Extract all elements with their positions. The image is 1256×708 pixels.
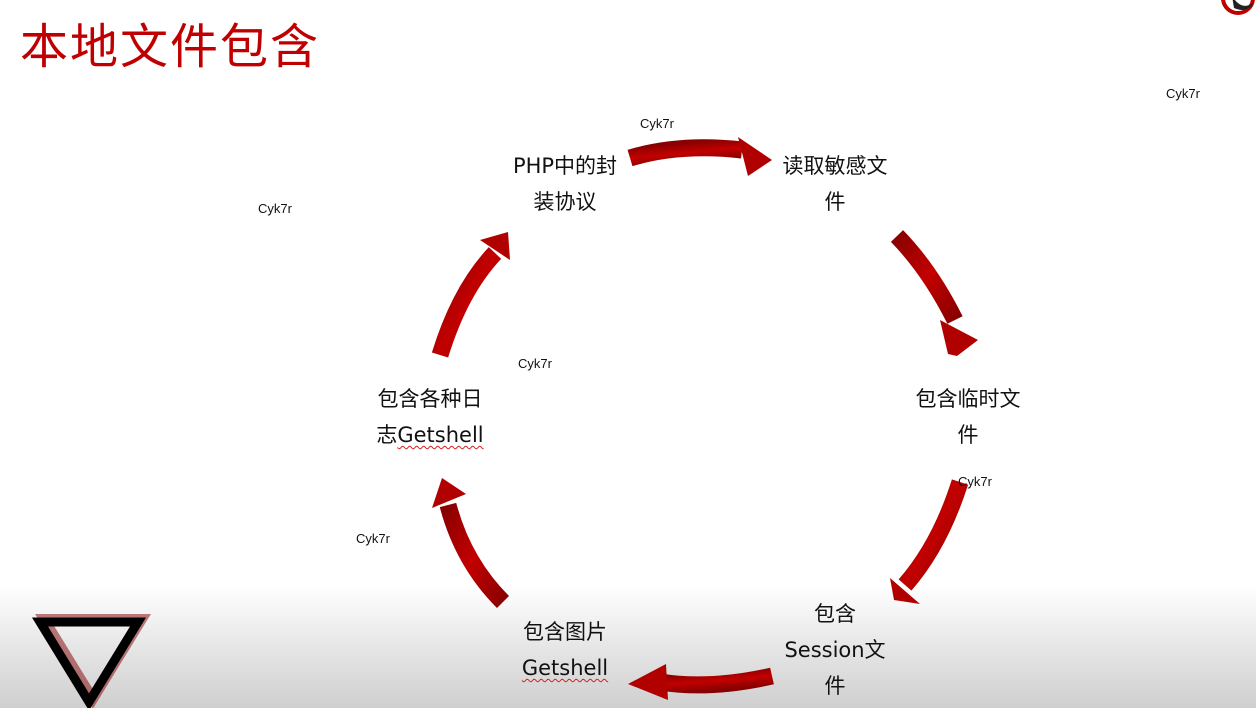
node-line: 装协议	[533, 190, 597, 214]
watermark: Cyk7r	[356, 531, 390, 546]
page-title: 本地文件包含	[20, 19, 321, 75]
node-line: 包含临时文	[915, 387, 1021, 411]
node-line-suffix: Getshell	[397, 423, 484, 447]
arrow-php-to-sensitive	[627, 137, 772, 176]
arrow-sensitive-to-temp	[890, 230, 978, 356]
arrow-image-to-log	[432, 478, 510, 609]
arrow-session-to-image	[628, 664, 774, 700]
node-line: 件	[957, 423, 979, 447]
arrow-temp-to-session	[890, 479, 969, 604]
node-line-prefix: 志	[376, 423, 398, 447]
node-line: Getshell	[521, 656, 609, 680]
triangle-logo-icon	[31, 614, 151, 708]
watermark: Cyk7r	[1166, 86, 1200, 101]
node-line: Session文	[784, 638, 886, 662]
node-line: 志Getshell	[362, 417, 498, 453]
node-sensitive-file: 读取敏感文 件	[770, 148, 900, 220]
bottom-gradient	[0, 585, 1256, 708]
node-line: 包含图片	[523, 620, 607, 644]
watermark: Cyk7r	[640, 116, 674, 131]
node-log-getshell: 包含各种日 志Getshell	[362, 381, 498, 453]
watermark: Cyk7r	[518, 356, 552, 371]
arrow-log-to-php	[431, 232, 510, 358]
node-line: 包含	[814, 602, 856, 626]
watermark: Cyk7r	[958, 474, 992, 489]
node-line: PHP中的封	[512, 154, 618, 178]
corner-logo-icon	[1221, 0, 1255, 15]
node-temp-file: 包含临时文 件	[903, 381, 1033, 453]
node-php-wrapper: PHP中的封 装协议	[500, 148, 630, 220]
node-image-getshell: 包含图片 Getshell	[500, 614, 630, 686]
node-line: 读取敏感文	[782, 154, 888, 178]
node-line: 件	[824, 674, 846, 698]
node-session-file: 包含 Session文 件	[770, 596, 900, 704]
node-line: 包含各种日	[377, 387, 483, 411]
watermark: Cyk7r	[258, 201, 292, 216]
node-line: 件	[824, 190, 846, 214]
